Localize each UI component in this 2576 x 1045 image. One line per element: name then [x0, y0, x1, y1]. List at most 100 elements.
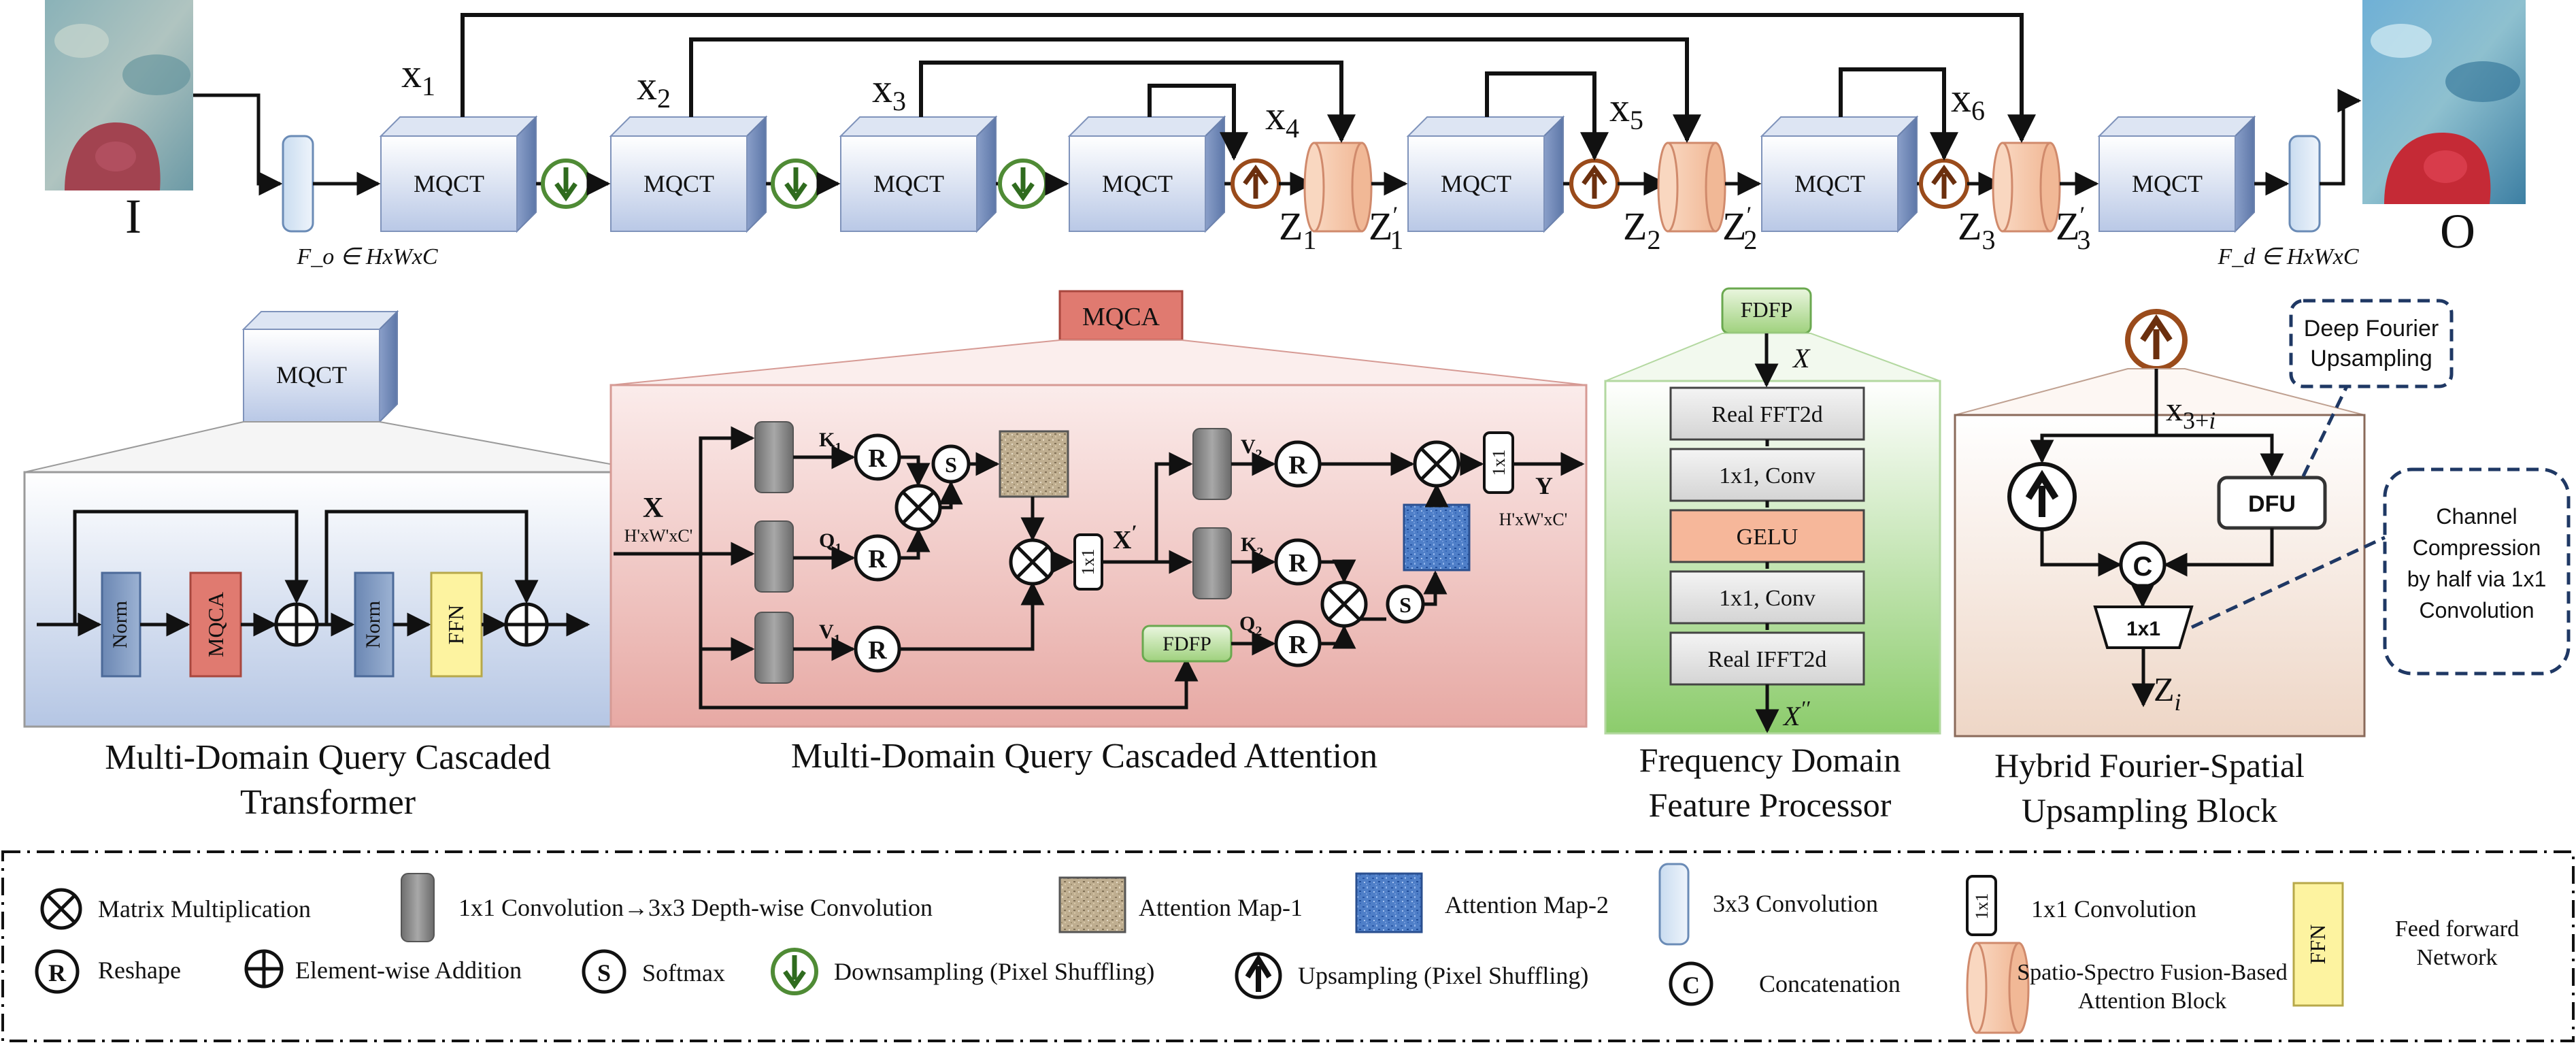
legend-softmax: S Softmax	[582, 949, 725, 994]
conv-dw-k2	[1192, 527, 1232, 599]
svg-text:R: R	[868, 636, 887, 665]
svg-text:GELU: GELU	[1737, 525, 1799, 550]
mqct-cube-2: MQCT	[609, 115, 768, 233]
legend-downsampling: Downsampling (Pixel Shuffling)	[771, 948, 1154, 995]
z3-label: Z3	[1958, 204, 1995, 255]
callout-channel-compression: Channel Compression by half via 1x1 Conv…	[2190, 467, 2571, 676]
hfsu-caption-2: Upsampling Block	[2022, 791, 2277, 829]
fdfp-step-gelu: GELU	[1669, 509, 1865, 563]
reshape-q2: R	[1274, 620, 1322, 667]
svg-text:R: R	[48, 959, 67, 986]
mqca-input-dims: H'xW'xC'	[624, 526, 693, 546]
fdfp-caption-1: Frequency Domain	[1639, 741, 1901, 779]
z1-label: Z1	[1279, 204, 1316, 255]
mqct-cube-5: MQCT	[1406, 115, 1565, 233]
x4-label: x4	[1265, 93, 1299, 144]
legend-reshape: R Reshape	[35, 949, 181, 994]
svg-text:R: R	[868, 545, 887, 574]
svg-text:DFU: DFU	[2248, 491, 2296, 517]
add-node-1	[274, 602, 319, 647]
svg-text:R: R	[1288, 451, 1307, 480]
svg-text:MQCA: MQCA	[1082, 303, 1160, 331]
conv-dw-k1	[754, 421, 794, 493]
skip-x3	[919, 61, 1356, 144]
svg-text:Upsampling (Pixel Shuffling): Upsampling (Pixel Shuffling)	[1298, 962, 1588, 989]
callout-deep-fourier: Deep Fourier Upsampling	[2289, 299, 2454, 478]
z1p-label: Z′1	[1369, 201, 1403, 255]
x6-label: x6	[1951, 76, 1985, 126]
legend-attention-map-2: Attention Map-2	[1355, 872, 1609, 933]
fd-label: F_d ∈ HxWxC	[2217, 244, 2358, 269]
reshape-k2: R	[1274, 538, 1322, 586]
mqct-cube-3: MQCT	[839, 115, 998, 233]
svg-text:FDFP: FDFP	[1162, 633, 1211, 655]
mqct-cube-7: MQCT	[2097, 115, 2256, 233]
legend-upsampling: Upsampling (Pixel Shuffling)	[1235, 952, 1588, 999]
svg-text:Feed forward: Feed forward	[2395, 916, 2519, 942]
top-pipeline: I O F_o ∈ HxWxC MQCT MQCT	[45, 0, 2526, 269]
mqct-cube-1: MQCT	[379, 115, 538, 233]
softmax-2: S	[1386, 584, 1425, 624]
svg-text:Compression: Compression	[2413, 535, 2541, 560]
downsample-icon-1	[536, 159, 611, 209]
hfsu-detail-panel: x3+i DFU C 1x1 Zi Deep Fourier Upsamplin…	[1954, 299, 2571, 829]
svg-text:Norm: Norm	[109, 601, 131, 648]
svg-text:MQCA: MQCA	[203, 592, 228, 657]
mqca-input-label: X	[643, 493, 663, 524]
svg-text:Element-wise Addition: Element-wise Addition	[295, 957, 522, 984]
fdfp-caption-2: Feature Processor	[1649, 786, 1892, 824]
mqct-detail-panel: MQCT Norm MQCA Norm FFN Multi-Domain Qu	[23, 310, 656, 822]
output-image	[2362, 0, 2526, 204]
mqct-head-cube: MQCT	[241, 310, 399, 424]
svg-text:C: C	[2133, 552, 2153, 582]
mqct-caption-2: Transformer	[240, 783, 416, 822]
svg-text:Spatio-Spectro Fusion-Based: Spatio-Spectro Fusion-Based	[2017, 960, 2288, 985]
concat-node: C	[2119, 541, 2167, 588]
fdfp-input-label: X	[1792, 343, 1811, 374]
svg-text:1x1: 1x1	[1972, 893, 1992, 920]
add-node-2	[504, 602, 549, 647]
svg-text:S: S	[597, 959, 611, 986]
fdfp-step-ifft: Real IFFT2d	[1669, 631, 1865, 686]
matmul-3	[1320, 580, 1368, 628]
matmul-4	[1413, 440, 1460, 488]
input-label: I	[125, 189, 141, 244]
hfsu-conv1x1: 1x1	[2093, 606, 2194, 649]
svg-text:MQCT: MQCT	[1102, 170, 1173, 197]
svg-text:by half via 1x1: by half via 1x1	[2407, 567, 2547, 591]
legend-conv-dw: 1x1 Convolution→3x3 Depth-wise Convoluti…	[401, 873, 933, 942]
conv-dw-q1	[754, 520, 794, 593]
attention-map-2	[1403, 503, 1471, 571]
fdfp-step-conv2: 1x1, Conv	[1669, 570, 1865, 625]
svg-text:R: R	[1288, 631, 1307, 659]
hfsu-caption-1: Hybrid Fourier-Spatial	[1994, 746, 2305, 784]
z2p-label: Z′2	[1722, 201, 1757, 255]
svg-text:Norm: Norm	[362, 601, 384, 648]
z2-label: Z2	[1623, 204, 1660, 255]
norm-block-1	[101, 571, 141, 678]
svg-text:Deep Fourier: Deep Fourier	[2304, 316, 2439, 342]
legend: Matrix Multiplication 1x1 Convolution→3x…	[1, 850, 2575, 1042]
svg-text:Attention Block: Attention Block	[2078, 989, 2226, 1014]
svg-text:Attention Map-2: Attention Map-2	[1445, 891, 1609, 918]
svg-text:R: R	[868, 444, 887, 473]
svg-text:1x1: 1x1	[2126, 618, 2160, 640]
svg-text:FDFP: FDFP	[1741, 297, 1793, 322]
ssfab-block-3	[1992, 142, 2099, 233]
fo-label: F_o ∈ HxWxC	[296, 244, 437, 269]
skip-x2	[689, 37, 1701, 144]
legend-concat: C Concatenation	[1669, 961, 1901, 1006]
svg-text:Real IFFT2d: Real IFFT2d	[1708, 647, 1827, 672]
skip-x6	[1839, 67, 1958, 161]
svg-text:1x1 Convolution: 1x1 Convolution	[2031, 895, 2196, 923]
reshape-v2: R	[1274, 440, 1322, 488]
svg-text:Matrix Multiplication: Matrix Multiplication	[98, 895, 311, 923]
fdfp-step-fft: Real FFT2d	[1669, 386, 1865, 441]
ssfab-block-2	[1657, 142, 1762, 233]
reshape-v1: R	[854, 625, 901, 673]
mqca-output-label: Y	[1535, 472, 1553, 499]
reshape-k1: R	[854, 433, 901, 481]
matmul-1	[894, 484, 942, 531]
svg-text:1x1, Conv: 1x1, Conv	[1719, 586, 1816, 611]
svg-text:Channel: Channel	[2436, 504, 2517, 529]
